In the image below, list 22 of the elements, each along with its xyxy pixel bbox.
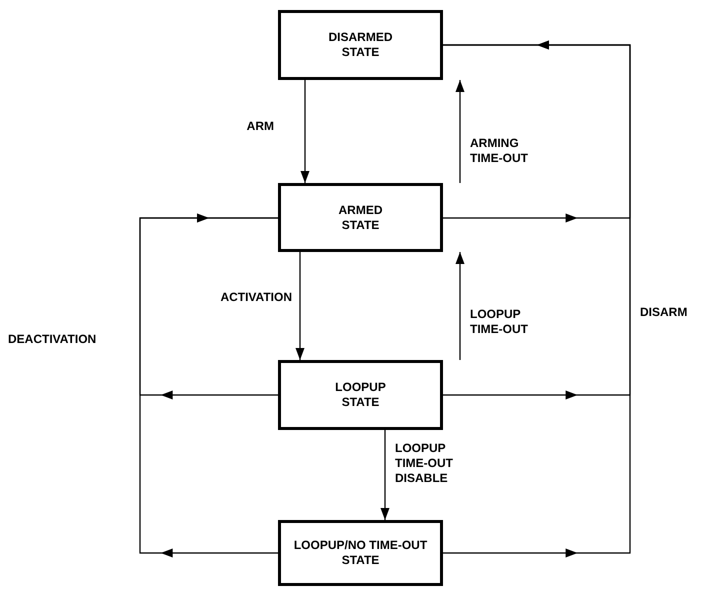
edge-label: LOOPUP TIME-OUT DISABLE [395, 441, 454, 486]
state-box [278, 520, 443, 586]
state-name: DISARMED STATE [327, 30, 394, 60]
arrow [380, 430, 390, 520]
arrow [296, 252, 304, 360]
state-box [278, 360, 443, 430]
edge-label: ARMING TIME-OUT [470, 136, 529, 166]
arrow [456, 252, 464, 360]
arrow [300, 80, 310, 183]
edge-label: LOOPUP TIME-OUT [470, 307, 529, 337]
edge-label: ARM [246, 119, 274, 134]
edge-label: DISARM [640, 305, 688, 320]
state-box [278, 10, 443, 80]
arrow [443, 40, 631, 558]
state-name: LOOPUP STATE [334, 380, 387, 410]
arrow [139, 214, 278, 558]
edge-label: ACTIVATION [219, 290, 292, 305]
edge-label: DEACTIVATION [8, 332, 98, 347]
state-name: LOOPUP/NO TIME-OUT STATE [292, 538, 428, 568]
state-name: ARMED STATE [338, 202, 384, 232]
state-box [278, 183, 443, 252]
arrow [456, 80, 464, 183]
